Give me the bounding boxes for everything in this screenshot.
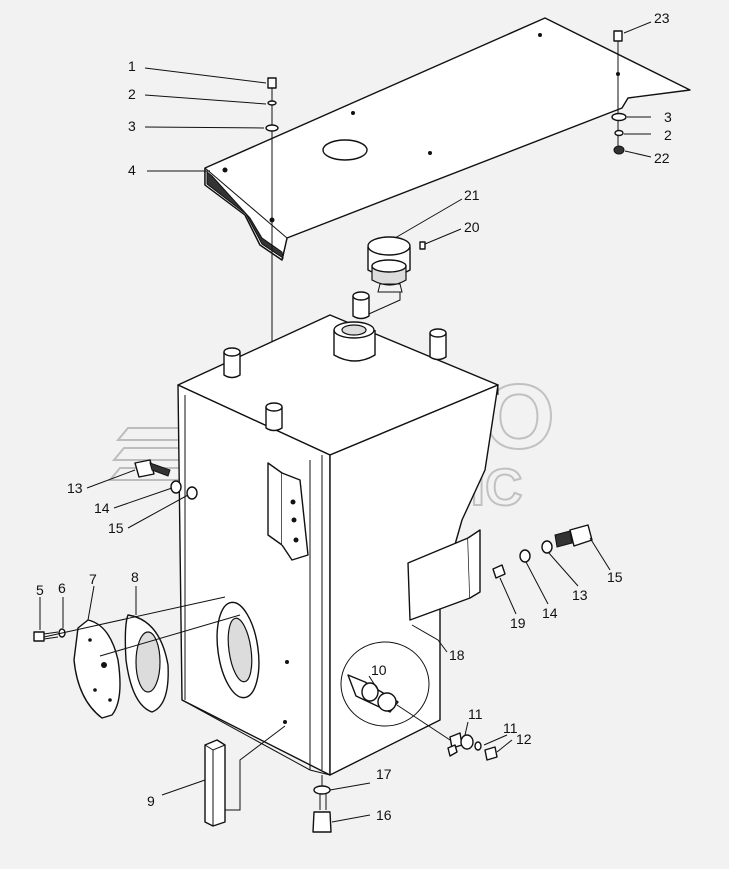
callout-4: 4 [128,162,136,178]
callout-19: 19 [510,615,526,631]
gasket-8 [124,614,169,713]
callout-21: 21 [464,187,480,203]
bar-9 [204,739,226,827]
cover-plate-7 [73,619,121,719]
callout-13-left: 13 [67,480,83,496]
bolt-13-left [134,459,198,500]
callout-22: 22 [654,150,670,166]
callout-11-bottom: 11 [503,720,518,736]
callout-18: 18 [449,647,465,663]
callout-20: 20 [464,219,480,235]
bolt-5 [33,628,66,642]
callout-2-right: 2 [664,127,672,143]
callout-23: 23 [654,10,670,26]
bolt-23-stack [611,30,627,155]
top-cover [204,17,691,261]
callout-1: 1 [128,58,136,74]
callout-8: 8 [131,569,139,585]
leader-lines [39,21,652,823]
callout-13-right: 13 [572,587,588,603]
callout-3-right: 3 [664,109,672,125]
callout-15-right: 15 [607,569,623,585]
callout-6: 6 [58,580,66,596]
fitting-11-12 [447,732,498,761]
callout-10: 10 [371,662,387,678]
callout-14-left: 14 [94,500,110,516]
callouts: 1 2 3 4 23 3 2 22 21 20 13 14 15 5 6 7 8… [36,10,672,823]
callout-15-left: 15 [108,520,124,536]
filler-cap [367,236,426,293]
callout-17: 17 [376,766,392,782]
callout-5: 5 [36,582,44,598]
callout-9: 9 [147,793,155,809]
callout-12: 12 [516,731,532,747]
callout-16: 16 [376,807,392,823]
bolt-15-right [492,524,593,579]
drain-plug-16-17 [312,785,332,833]
callout-14-right: 14 [542,605,558,621]
callout-3: 3 [128,118,136,134]
bolt-1-stack [265,77,279,132]
callout-11-top: 11 [468,706,483,722]
callout-7: 7 [89,571,97,587]
tank-body [177,291,499,776]
callout-2: 2 [128,86,136,102]
